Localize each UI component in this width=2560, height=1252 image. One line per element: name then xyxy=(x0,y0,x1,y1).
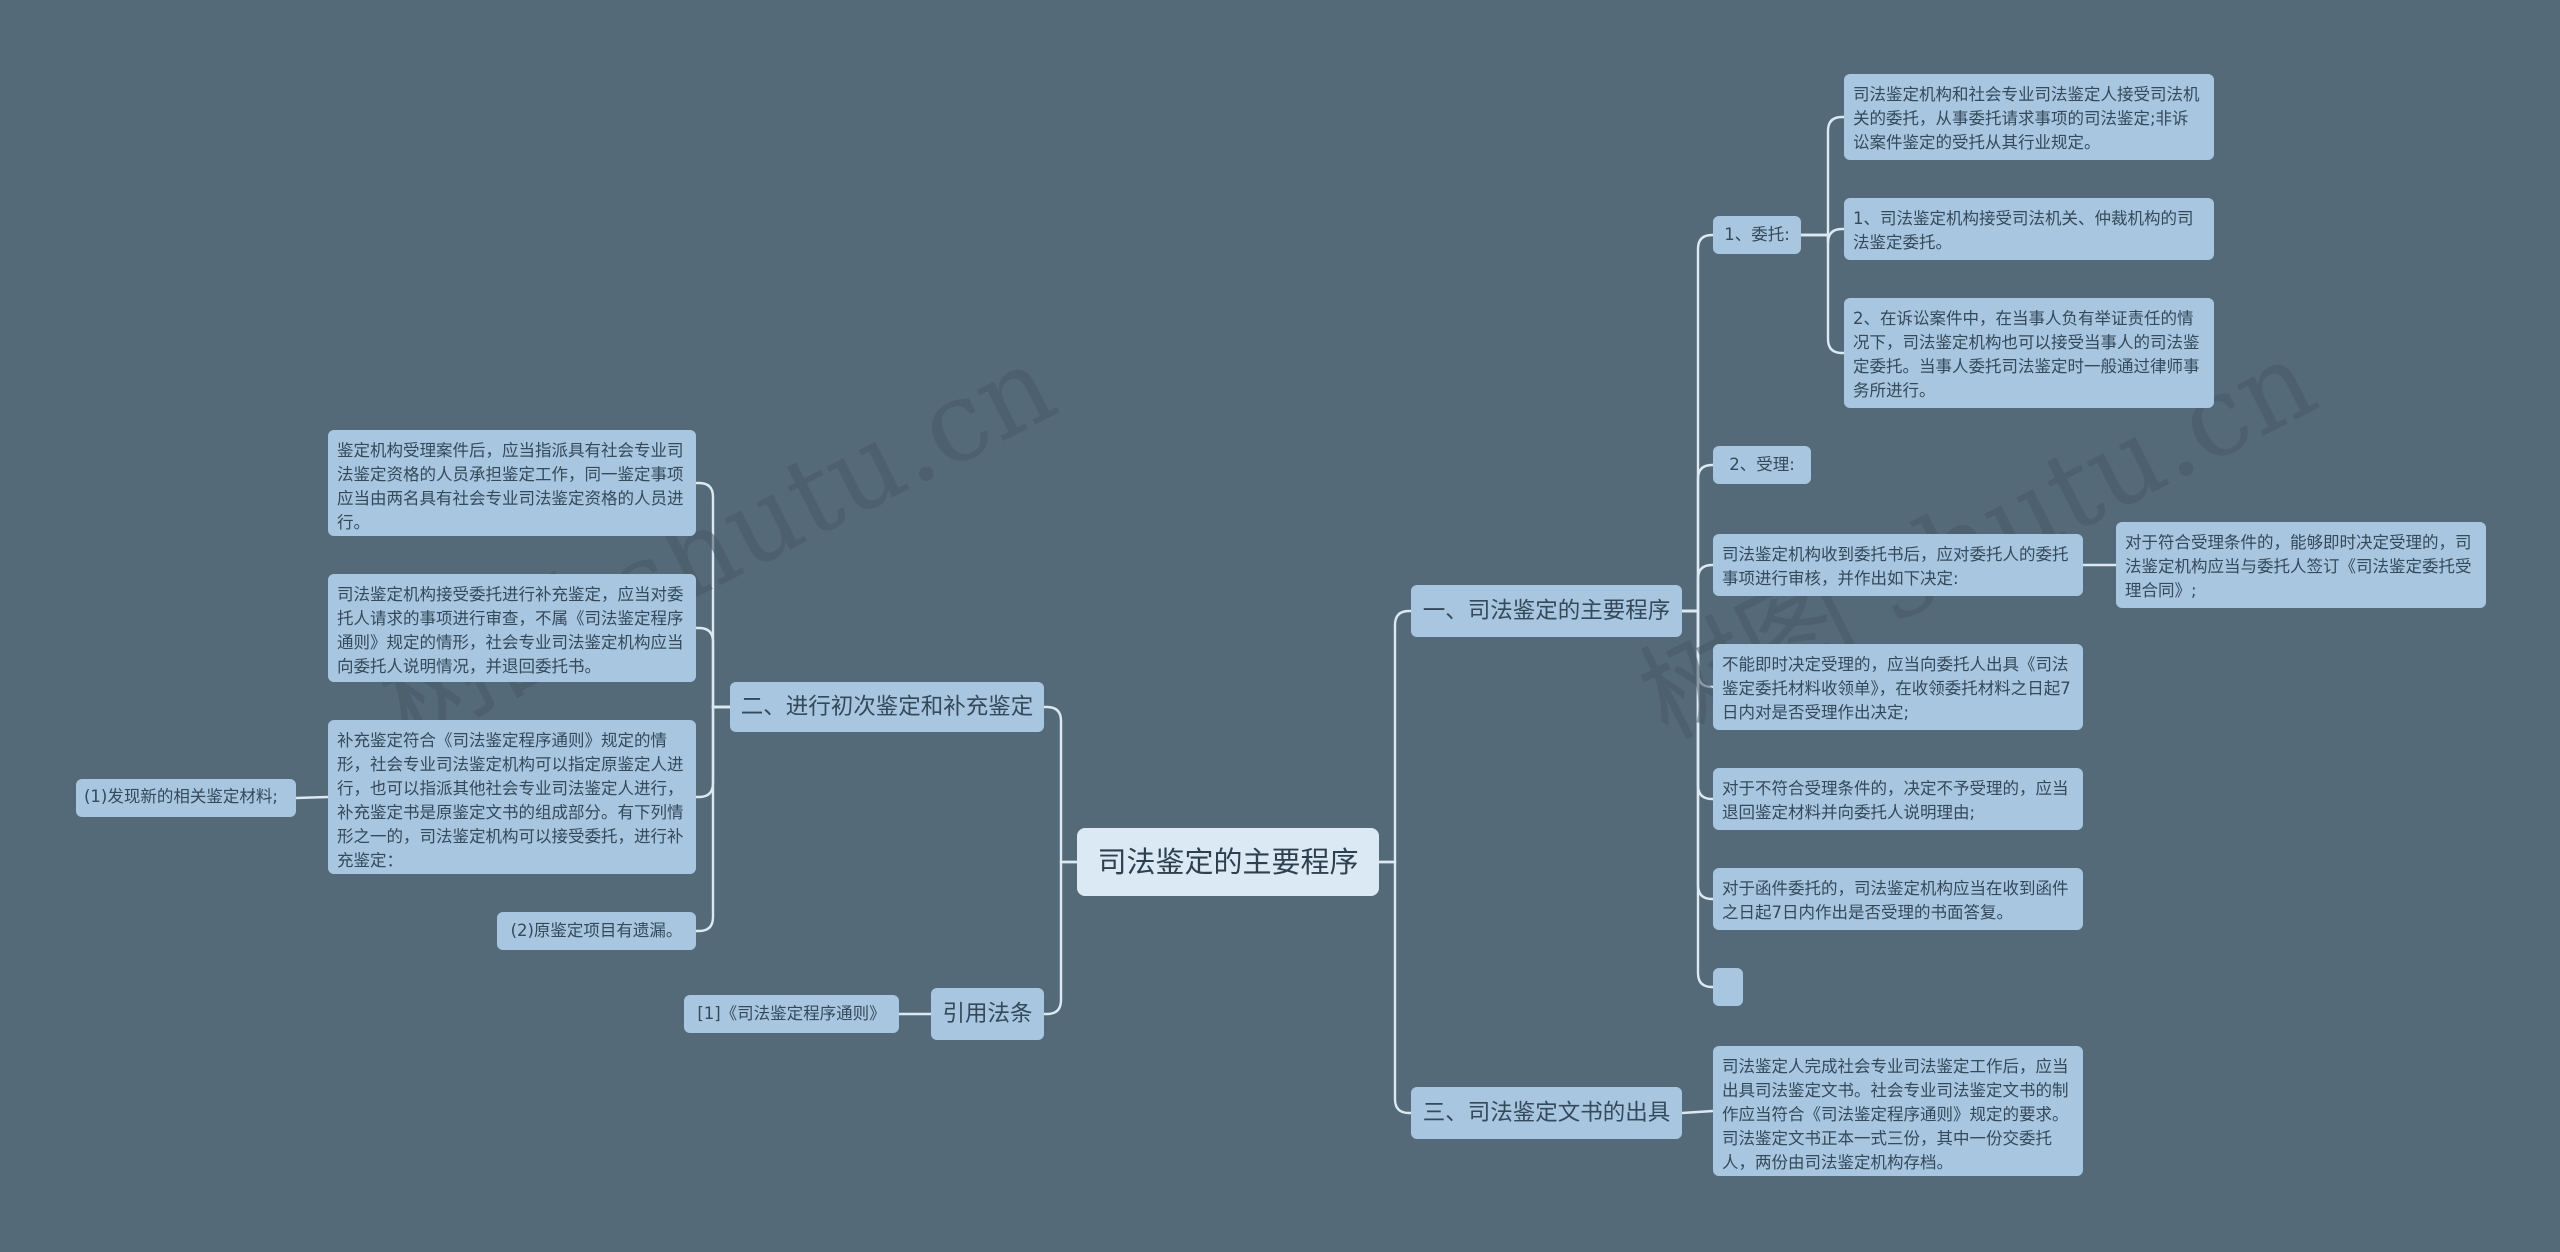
leaf-supplementary-review[interactable]: 司法鉴定机构接受委托进行补充鉴定，应当对委托人请求的事项进行审查，不属《司法鉴定… xyxy=(328,574,696,682)
branch-main-procedure[interactable]: 一、司法鉴定的主要程序 xyxy=(1411,585,1682,637)
branch-issue-appraisal-document[interactable]: 三、司法鉴定文书的出具 xyxy=(1411,1087,1682,1139)
leaf-law-reference[interactable]: [1]《司法鉴定程序通则》 xyxy=(684,995,899,1033)
leaf-entrust-judicial[interactable]: 1、司法鉴定机构接受司法机关、仲裁机构的司法鉴定委托。 xyxy=(1844,198,2214,260)
connector-line xyxy=(696,481,730,709)
item-entrust[interactable]: 1、委托: xyxy=(1713,216,1801,254)
leaf-entrust-parties[interactable]: 2、在诉讼案件中，在当事人负有举证责任的情况下，司法鉴定机构也可以接受当事人的司… xyxy=(1844,298,2214,408)
connector-line xyxy=(1801,233,1844,355)
item-deferred-decision[interactable]: 不能即时决定受理的，应当向委托人出具《司法鉴定委托材料收领单》，在收领委托材料之… xyxy=(1713,644,2083,730)
leaf-supplementary-conditions[interactable]: 补充鉴定符合《司法鉴定程序通则》规定的情形，社会专业司法鉴定机构可以指定原鉴定人… xyxy=(328,720,696,874)
item-letter-entrust[interactable]: 对于函件委托的，司法鉴定机构应当在收到函件之日起7日内作出是否受理的书面答复。 xyxy=(1713,868,2083,930)
leaf-new-materials[interactable]: (1)发现新的相关鉴定材料; xyxy=(76,779,296,817)
connector-line xyxy=(1682,233,1713,613)
connector-line xyxy=(1379,860,1411,1115)
connector-line xyxy=(1379,609,1411,864)
connector-line xyxy=(1681,1109,1714,1115)
item-review-decision[interactable]: 司法鉴定机构收到委托书后，应对委托人的委托事项进行审核，并作出如下决定: xyxy=(1713,534,2083,596)
connector-line xyxy=(295,795,329,800)
connector-line xyxy=(1682,563,1713,613)
connector-line xyxy=(1682,609,1713,989)
branch-initial-and-supplementary-appraisal[interactable]: 二、进行初次鉴定和补充鉴定 xyxy=(730,682,1044,732)
branch-cited-law[interactable]: 引用法条 xyxy=(931,988,1044,1040)
connector-line xyxy=(696,626,730,709)
root-topic[interactable]: 司法鉴定的主要程序 xyxy=(1077,828,1379,896)
leaf-appraisal-document[interactable]: 司法鉴定人完成社会专业司法鉴定工作后，应当出具司法鉴定文书。社会专业司法鉴定文书… xyxy=(1713,1046,2083,1176)
connector-line xyxy=(1682,463,1713,613)
connector-line xyxy=(696,705,730,933)
connector-line xyxy=(1044,860,1077,1016)
connector-line xyxy=(1044,705,1077,864)
item-accept[interactable]: 2、受理: xyxy=(1713,446,1811,484)
item-rejection[interactable]: 对于不符合受理条件的，决定不予受理的，应当退回鉴定材料并向委托人说明理由; xyxy=(1713,768,2083,830)
leaf-missing-items[interactable]: (2)原鉴定项目有遗漏。 xyxy=(497,912,696,950)
leaf-immediate-acceptance[interactable]: 对于符合受理条件的，能够即时决定受理的，司法鉴定机构应当与委托人签订《司法鉴定委… xyxy=(2116,522,2486,608)
leaf-entrust-scope[interactable]: 司法鉴定机构和社会专业司法鉴定人接受司法机关的委托，从事委托请求事项的司法鉴定;… xyxy=(1844,74,2214,160)
item-empty[interactable] xyxy=(1713,968,1743,1006)
leaf-assign-appraisers[interactable]: 鉴定机构受理案件后，应当指派具有社会专业司法鉴定资格的人员承担鉴定工作，同一鉴定… xyxy=(328,430,696,536)
connector-line xyxy=(1801,115,1844,237)
